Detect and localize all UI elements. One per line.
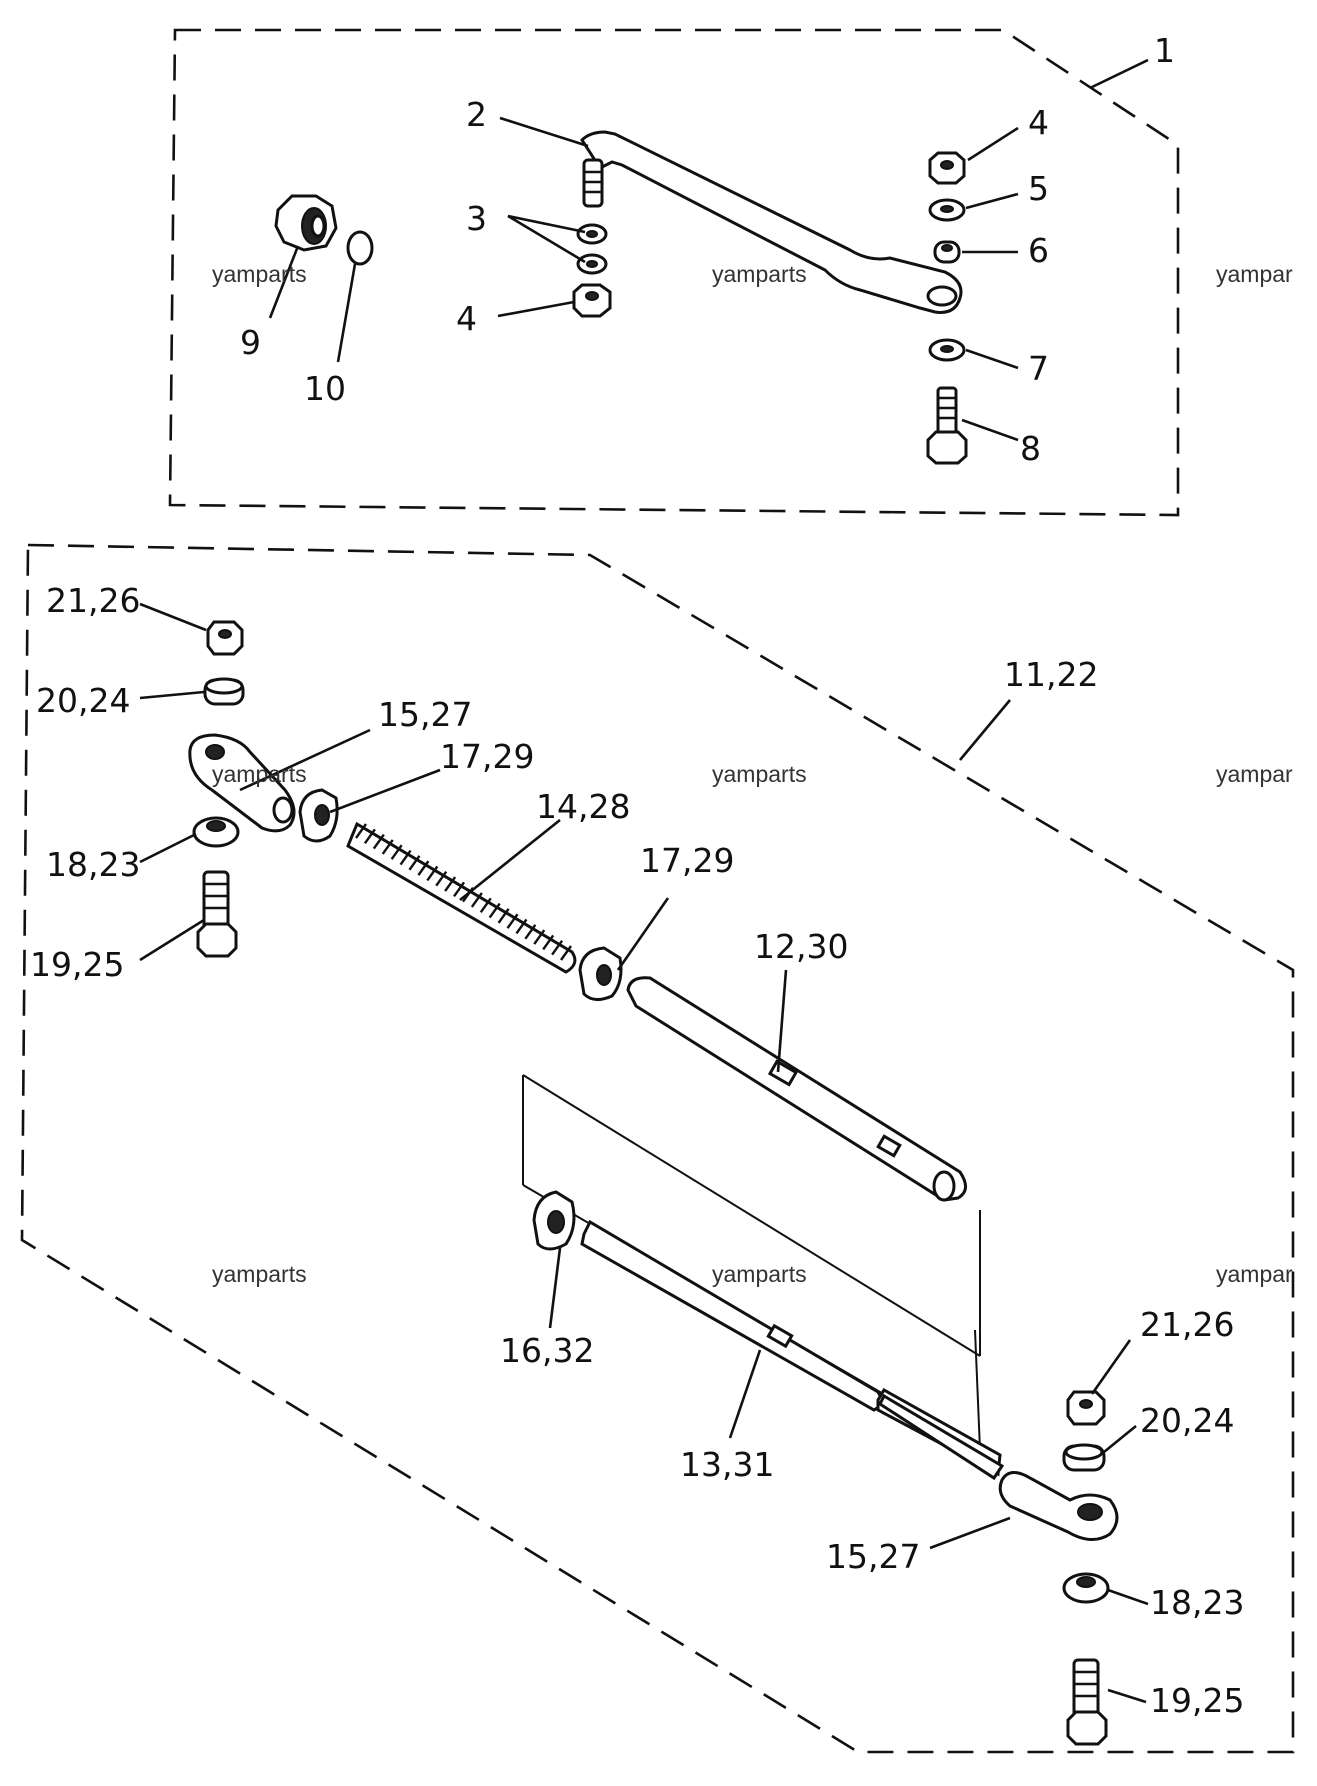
callout-9: 9 xyxy=(240,323,261,362)
washer-3-pair xyxy=(576,223,608,275)
nut-4-left xyxy=(572,283,612,318)
callout-13-31: 13,31 xyxy=(680,1445,774,1484)
watermark: yamparts xyxy=(212,261,307,287)
callout-21-26-left: 21,26 xyxy=(46,581,140,620)
callout-18-23-right: 18,23 xyxy=(1150,1583,1244,1622)
callout-3: 3 xyxy=(466,199,487,238)
callout-5: 5 xyxy=(1028,169,1049,208)
adjusting-rod-13-31 xyxy=(580,1219,1005,1481)
callout-21-26-right: 21,26 xyxy=(1140,1305,1234,1344)
leader-lines xyxy=(139,58,1149,1704)
callout-15-27-left: 15,27 xyxy=(378,695,472,734)
steering-link-arm xyxy=(580,130,963,314)
washer-18-23-right xyxy=(1062,1572,1110,1604)
nut-17-29-lower xyxy=(578,946,623,1001)
watermark: yamparts xyxy=(712,761,807,787)
watermark: yamparts xyxy=(212,761,307,787)
washer-7 xyxy=(928,338,966,362)
callout-17-29-lower: 17,29 xyxy=(640,841,734,880)
watermark: yampar xyxy=(1216,1261,1293,1287)
callout-15-27-right: 15,27 xyxy=(826,1537,920,1576)
washer-20-24-right xyxy=(1062,1443,1106,1472)
callout-18-23-left: 18,23 xyxy=(46,845,140,884)
callout-19-25-right: 19,25 xyxy=(1150,1681,1244,1720)
callout-19-25-left: 19,25 xyxy=(30,945,124,984)
callout-17-29-upper: 17,29 xyxy=(440,737,534,776)
nut-9 xyxy=(274,194,338,252)
collar-6 xyxy=(933,240,961,264)
callout-12-30: 12,30 xyxy=(754,927,848,966)
bolt-19-25-left xyxy=(196,870,238,958)
watermark: yampar xyxy=(1216,261,1293,287)
nut-4-right xyxy=(928,151,966,185)
nut-21-26-right xyxy=(1066,1390,1106,1426)
nut-17-29-upper xyxy=(298,788,339,843)
nut-16-32 xyxy=(532,1190,576,1251)
callout-8: 8 xyxy=(1020,429,1041,468)
callout-7: 7 xyxy=(1028,349,1049,388)
tube-12-30 xyxy=(626,976,967,1202)
callout-20-24-right: 20,24 xyxy=(1140,1401,1234,1440)
rod-end-15-27-left xyxy=(188,733,296,833)
watermark: yamparts xyxy=(212,1261,307,1287)
bolt-8 xyxy=(926,386,968,465)
callout-4-right: 4 xyxy=(1028,103,1049,142)
callout-2: 2 xyxy=(466,95,487,134)
assembly-1-boundary xyxy=(168,28,1180,517)
assembly-11-22-boundary xyxy=(20,543,1295,1754)
callout-14-28: 14,28 xyxy=(536,787,630,826)
bolt-19-25-right xyxy=(1066,1658,1108,1746)
washer-20-24-left xyxy=(203,677,245,706)
washer-18-23-left xyxy=(192,816,240,848)
callout-6: 6 xyxy=(1028,231,1049,270)
callout-10: 10 xyxy=(304,369,346,408)
callout-11-22: 11,22 xyxy=(1004,655,1098,694)
o-ring-10 xyxy=(346,230,374,266)
watermark: yamparts xyxy=(712,1261,807,1287)
nut-21-26-left xyxy=(206,620,244,656)
washer-5 xyxy=(928,198,966,222)
callout-16-32: 16,32 xyxy=(500,1331,594,1370)
callout-20-24-left: 20,24 xyxy=(36,681,130,720)
watermark: yamparts xyxy=(712,261,807,287)
callout-4-left: 4 xyxy=(456,299,477,338)
callout-1: 1 xyxy=(1154,31,1175,70)
rod-end-15-27-right xyxy=(998,1471,1119,1541)
watermark: yampar xyxy=(1216,761,1293,787)
